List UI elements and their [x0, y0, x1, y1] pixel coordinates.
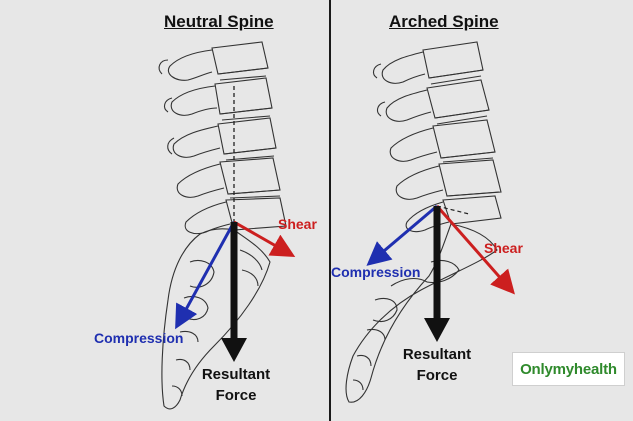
compression-label: Compression [331, 264, 421, 280]
resultant-label-line2: Force [215, 387, 257, 404]
onlymyhealth-logo: Onlymyhealth [512, 352, 625, 386]
arched-spine-illustration [345, 41, 515, 403]
shear-label: Shear [278, 216, 317, 232]
arched-spine-panel: Arched Spine Shear Compression Resultant… [331, 0, 633, 421]
lumbar-vertebrae [158, 41, 287, 410]
resultant-label-line2: Force [416, 367, 458, 384]
resultant-force-arrow-head [221, 338, 247, 362]
resultant-force-label: Resultant Force [399, 344, 475, 386]
compression-label: Compression [94, 330, 184, 346]
resultant-label-line1: Resultant [201, 366, 271, 383]
lumbar-vertebrae [345, 41, 502, 403]
resultant-label-line1: Resultant [402, 346, 472, 363]
resultant-force-label: Resultant Force [198, 364, 274, 406]
compression-arrow [175, 221, 236, 330]
compression-arrow [366, 204, 438, 266]
neutral-spine-panel: Neutral Spine Shear Compression Resultan… [94, 12, 317, 410]
disc-line [436, 205, 470, 215]
panel-divider [329, 0, 331, 421]
shear-arrow [435, 205, 515, 295]
resultant-force-arrow-head [424, 318, 450, 342]
shear-label: Shear [484, 240, 523, 256]
arched-spine-title: Arched Spine [389, 12, 499, 31]
neutral-spine-illustration [158, 41, 296, 410]
shear-arrow [233, 220, 296, 257]
neutral-spine-title: Neutral Spine [164, 12, 274, 31]
